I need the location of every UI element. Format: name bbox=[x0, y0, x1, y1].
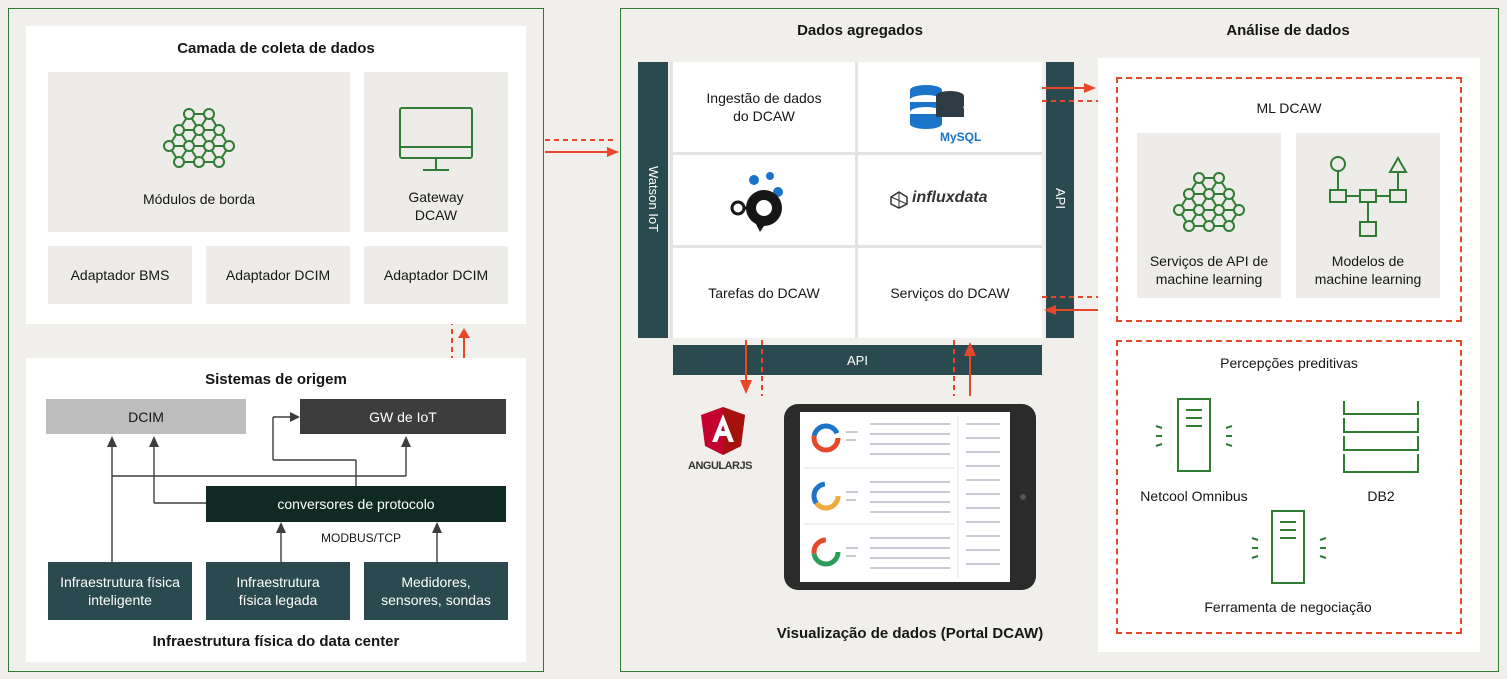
angular-shield-icon bbox=[701, 407, 745, 455]
watson-iot-bar bbox=[638, 62, 668, 338]
iot-logo-icon bbox=[730, 172, 783, 232]
source-title: Sistemas de origem bbox=[205, 371, 347, 388]
network-icon bbox=[1173, 172, 1245, 232]
source-connectors bbox=[107, 412, 442, 562]
smart-infra: Infraestrutura física inteligente bbox=[48, 562, 192, 620]
portal-dashboard-preview bbox=[804, 416, 1000, 578]
influx-logo-text: influxdata bbox=[912, 189, 988, 206]
edge-modules-label: Módulos de borda bbox=[142, 191, 256, 207]
adapter-dcim-2: Adaptador DCIM bbox=[364, 246, 508, 304]
dcim-box: DCIM bbox=[46, 399, 246, 434]
ml-api-card bbox=[1137, 133, 1281, 298]
ml-models-label: Modelos de machine learning bbox=[1314, 253, 1422, 287]
adapter-dcim-1: Adaptador DCIM bbox=[206, 246, 350, 304]
visualization-label: Visualização de dados (Portal DCAW) bbox=[776, 625, 1044, 642]
vis-to-api-arrows bbox=[953, 340, 976, 396]
trading-tool-label: Ferramenta de negociação bbox=[1204, 599, 1372, 615]
tablet-screen bbox=[800, 412, 1010, 582]
flow-icon bbox=[1329, 155, 1408, 237]
influx-tile bbox=[858, 155, 1042, 245]
ml-to-grid-arrows bbox=[1042, 296, 1098, 315]
ml-api-label: Serviços de API de machine learning bbox=[1149, 253, 1269, 287]
gateway-label: Gateway DCAW bbox=[408, 189, 464, 223]
database-icon bbox=[910, 85, 964, 129]
analysis-title: Análise de dados bbox=[1226, 22, 1350, 39]
ml-box bbox=[1116, 77, 1462, 322]
server-icon bbox=[1155, 398, 1233, 472]
services-tile: Serviços do DCAW bbox=[858, 248, 1042, 338]
edge-modules-card bbox=[48, 72, 350, 232]
storage-icon bbox=[1343, 401, 1419, 473]
ml-title: ML DCAW bbox=[1256, 100, 1322, 116]
protocol-converters: conversores de protocolo bbox=[206, 486, 506, 522]
influx-cube-icon bbox=[890, 191, 908, 209]
aggregated-title: Dados agregados bbox=[797, 22, 923, 39]
api-to-vis-arrows bbox=[740, 340, 763, 396]
mysql-logo-text: MySQL bbox=[940, 130, 982, 144]
watson-iot-label: Watson IoT bbox=[646, 166, 661, 232]
gateway-card bbox=[364, 72, 508, 232]
adapter-bms: Adaptador BMS bbox=[48, 246, 192, 304]
tablet-home-button bbox=[1020, 494, 1026, 500]
collection-title: Camada de coleta de dados bbox=[177, 40, 375, 57]
network-icon bbox=[163, 108, 235, 168]
api-right-bar bbox=[1046, 62, 1074, 338]
netcool-label: Netcool Omnibus bbox=[1140, 488, 1248, 504]
iot-gw-box: GW de IoT bbox=[300, 399, 506, 434]
server-icon bbox=[1251, 510, 1327, 584]
angular-logo-text: ANGULARJS bbox=[688, 460, 752, 472]
meters-sensors: Medidores, sensores, sondas bbox=[364, 562, 508, 620]
tasks-tile: Tarefas do DCAW bbox=[673, 248, 855, 338]
insights-box bbox=[1116, 340, 1462, 634]
api-right-label: API bbox=[1053, 188, 1068, 209]
api-bottom-bar: API bbox=[673, 345, 1042, 375]
insights-title: Percepções preditivas bbox=[1220, 355, 1358, 371]
ingest-tile: Ingestão de dados do DCAW bbox=[673, 62, 855, 152]
legacy-infra: Infraestrutura física legada bbox=[206, 562, 350, 620]
left-to-right-arrows bbox=[545, 139, 619, 157]
datacenter-footer: Infraestrutura física do data center bbox=[152, 633, 400, 650]
modbus-label: MODBUS/TCP bbox=[320, 531, 401, 545]
grid-to-ml-arrows bbox=[1042, 83, 1098, 102]
db2-label: DB2 bbox=[1367, 488, 1395, 504]
monitor-icon bbox=[399, 107, 473, 171]
